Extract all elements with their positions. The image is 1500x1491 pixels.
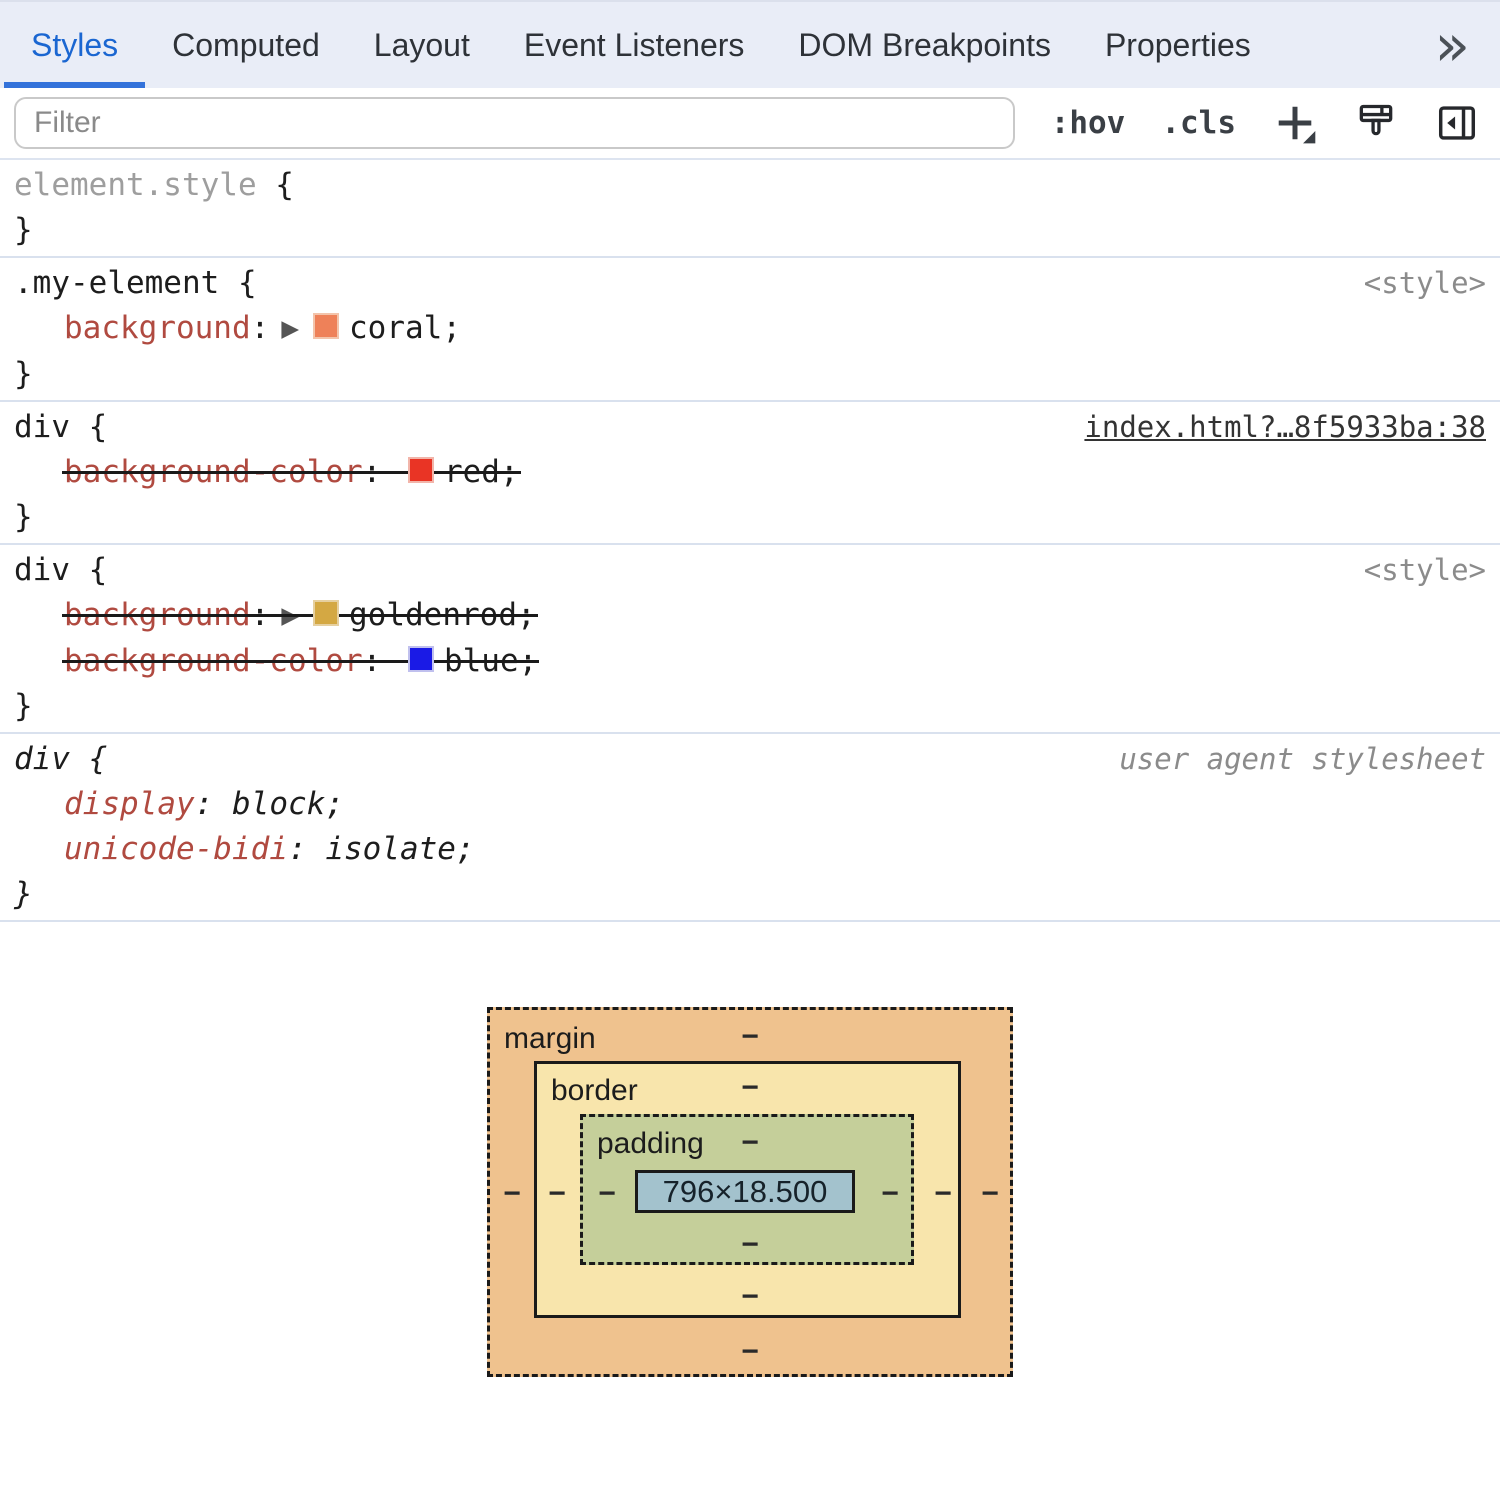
border-top-value[interactable]: − <box>741 1071 759 1104</box>
property-name[interactable]: unicode-bidi <box>64 831 288 867</box>
padding-label: padding <box>597 1127 704 1160</box>
rule-origin-label[interactable]: <style> <box>1363 266 1486 300</box>
margin-right-value[interactable]: − <box>981 1177 999 1210</box>
css-declaration[interactable]: background:▶goldenrod; <box>14 593 1486 639</box>
border-bottom-value[interactable]: − <box>741 1280 759 1313</box>
margin-top-value[interactable]: − <box>741 1020 759 1053</box>
property-value[interactable]: block; <box>232 786 344 822</box>
box-model-content[interactable]: 796×18.500 <box>635 1170 855 1213</box>
rule-selector[interactable]: div <box>14 409 70 445</box>
tab-dom-breakpoints[interactable]: DOM Breakpoints <box>798 26 1051 63</box>
brush-icon <box>1359 104 1393 136</box>
property-name[interactable]: background <box>64 310 251 346</box>
rule-selector[interactable]: element.style <box>14 167 257 203</box>
padding-top-value[interactable]: − <box>741 1126 759 1159</box>
rule-selector[interactable]: div <box>14 552 70 588</box>
new-style-rule-button[interactable] <box>1272 100 1318 146</box>
toggle-element-classes-button[interactable]: .cls <box>1161 105 1236 141</box>
devtools-styles-panel: Styles Computed Layout Event Listeners DOM B… <box>0 0 1500 1377</box>
property-value[interactable]: red; <box>443 454 519 490</box>
tab-bar: Styles Computed Layout Event Listeners DOM B… <box>0 0 1500 88</box>
stylesheet-source-link[interactable]: index.html?…8f5933ba:38 <box>1084 410 1486 444</box>
color-swatch[interactable] <box>313 313 340 339</box>
border-right-value[interactable]: − <box>934 1177 952 1210</box>
style-rules-list: element.style {}.my-element {<style>back… <box>0 160 1500 922</box>
content-dimensions: 796×18.500 <box>662 1173 828 1209</box>
styles-toolbar: :hov .cls <box>0 88 1500 160</box>
tab-computed[interactable]: Computed <box>172 26 320 63</box>
rendering-emulation-button[interactable] <box>1354 101 1398 145</box>
expand-shorthand-icon[interactable]: ▶ <box>281 316 300 342</box>
property-name[interactable]: display <box>64 786 195 822</box>
margin-left-value[interactable]: − <box>503 1177 521 1210</box>
box-model-section: margin − − − − border − − − − padding − … <box>0 1007 1500 1377</box>
margin-label: margin <box>504 1022 596 1055</box>
tab-properties[interactable]: Properties <box>1104 26 1251 63</box>
css-declaration[interactable]: display: block; <box>64 786 344 822</box>
sidebar-panel-icon <box>1438 106 1476 140</box>
rule-origin-label: user agent stylesheet <box>1119 742 1486 776</box>
css-declaration[interactable]: unicode-bidi: isolate; <box>64 831 475 867</box>
expand-shorthand-icon[interactable]: ▶ <box>281 603 300 629</box>
css-declaration[interactable]: background-color: red; <box>14 450 1486 495</box>
border-left-value[interactable]: − <box>548 1177 566 1210</box>
tab-styles[interactable]: Styles <box>4 2 146 88</box>
tab-event-listeners[interactable]: Event Listeners <box>523 26 745 63</box>
rule-selector[interactable]: div <box>14 741 70 777</box>
css-rule: .my-element {<style>background:▶coral;} <box>0 258 1500 402</box>
box-model-padding[interactable]: padding − − − − 796×18.500 <box>580 1114 914 1265</box>
more-tabs-icon[interactable]: » <box>1434 11 1471 79</box>
property-name[interactable]: background-color <box>64 454 363 490</box>
toggle-computed-sidebar-button[interactable] <box>1434 100 1480 146</box>
padding-bottom-value[interactable]: − <box>741 1228 759 1261</box>
rule-origin-label[interactable]: <style> <box>1363 553 1486 587</box>
color-swatch[interactable] <box>407 457 434 483</box>
box-model-border[interactable]: border − − − − padding − − − − 796×18.50… <box>534 1061 961 1318</box>
property-value[interactable]: goldenrod; <box>349 597 536 633</box>
property-value[interactable]: isolate; <box>325 831 475 867</box>
margin-bottom-value[interactable]: − <box>741 1335 759 1368</box>
css-declaration[interactable]: background:▶coral; <box>14 306 1486 352</box>
property-value[interactable]: coral; <box>349 310 461 346</box>
property-name[interactable]: background-color <box>64 643 363 679</box>
border-label: border <box>551 1074 638 1107</box>
css-declaration[interactable]: background-color: blue; <box>14 639 1486 684</box>
box-model-margin[interactable]: margin − − − − border − − − − padding − … <box>487 1007 1013 1377</box>
tab-layout[interactable]: Layout <box>373 26 470 63</box>
toggle-pseudo-state-button[interactable]: :hov <box>1050 105 1126 141</box>
property-name[interactable]: background <box>64 597 251 633</box>
filter-input[interactable] <box>14 97 1015 149</box>
padding-right-value[interactable]: − <box>881 1177 899 1210</box>
plus-icon <box>1278 106 1316 144</box>
css-rule: element.style {} <box>0 160 1500 258</box>
color-swatch[interactable] <box>313 600 340 626</box>
css-rule: div {<style>background:▶goldenrod;backgr… <box>0 545 1500 734</box>
color-swatch[interactable] <box>407 646 434 672</box>
property-value[interactable]: blue; <box>443 643 538 679</box>
rule-selector[interactable]: .my-element <box>14 265 220 301</box>
padding-left-value[interactable]: − <box>598 1177 616 1210</box>
